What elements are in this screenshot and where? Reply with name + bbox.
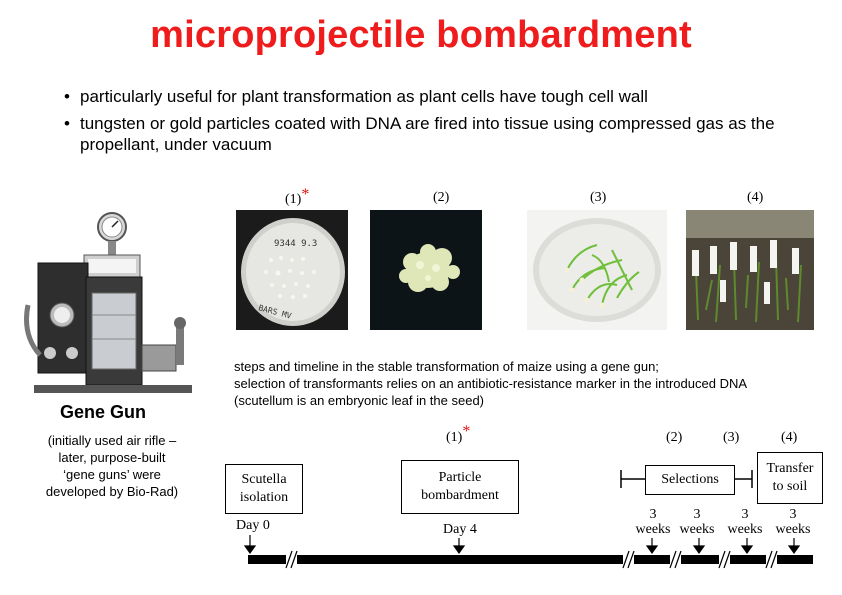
photo-label-2: (2) <box>433 190 450 205</box>
step-label-text: (1) <box>446 430 463 445</box>
box-label-line: Scutella <box>241 472 287 487</box>
weeks-unit: weeks <box>775 522 811 537</box>
potted-plants-photo <box>686 210 814 330</box>
callus-image <box>370 210 482 330</box>
weeks-number: 3 <box>693 507 701 522</box>
svg-text:9344 9.3: 9344 9.3 <box>274 239 317 249</box>
timeline-step-4-label: (4) <box>781 430 798 445</box>
timeline-arrows <box>243 535 801 555</box>
weeks-number: 3 <box>789 507 797 522</box>
photo-label-text: (1) <box>285 192 302 207</box>
figure-caption: steps and timeline in the stable transfo… <box>234 358 747 409</box>
bullet-dot: • <box>64 87 70 106</box>
timeline-step-2-label: (2) <box>666 430 683 445</box>
day-0-label: Day 0 <box>236 518 270 533</box>
callus-photo <box>370 210 482 330</box>
photo-label-1: (1)* <box>285 186 309 208</box>
seedlings-plate-image <box>527 210 667 330</box>
scutella-isolation-box: Scutella isolation <box>225 464 303 514</box>
timeline-step-1-label: (1)* <box>446 423 470 446</box>
bullet-dot: • <box>64 114 70 133</box>
weeks-label: 3 weeks <box>724 507 766 537</box>
caption-line: (scutellum is an embryonic leaf in the s… <box>234 393 485 408</box>
day-4-label: Day 4 <box>443 522 477 537</box>
weeks-label: 3 weeks <box>676 507 718 537</box>
petri-dish-photo: 9344 9.3 BARS MV <box>236 210 348 330</box>
photo-label-4: (4) <box>747 190 764 205</box>
asterisk-icon: * <box>462 423 471 440</box>
transfer-to-soil-box: Transfer to soil <box>757 452 823 504</box>
box-label-line: Transfer <box>766 461 814 476</box>
box-label-line: Particle <box>438 470 482 485</box>
bullet-item: • particularly useful for plant transfor… <box>64 86 824 107</box>
note-line: developed by Bio-Rad) <box>45 484 179 499</box>
bullet-text: tungsten or gold particles coated with D… <box>80 114 775 154</box>
asterisk-icon: * <box>301 186 310 203</box>
bullet-list: • particularly useful for plant transfor… <box>64 86 824 161</box>
gene-gun-note: (initially used air rifle – later, purpo… <box>26 432 198 500</box>
timeline-breaks <box>285 550 778 569</box>
particle-bombardment-box: Particle bombardment <box>401 460 519 514</box>
petri-dish-image: 9344 9.3 BARS MV <box>236 210 348 330</box>
weeks-unit: weeks <box>679 522 715 537</box>
caption-line: selection of transformants relies on an … <box>234 376 748 391</box>
weeks-number: 3 <box>649 507 657 522</box>
selections-box: Selections <box>645 465 735 495</box>
photo-label-3: (3) <box>590 190 607 205</box>
note-line: ‘gene guns’ were <box>63 467 161 482</box>
bullet-item: • tungsten or gold particles coated with… <box>64 113 824 155</box>
box-label-line: bombardment <box>421 488 499 503</box>
box-label-line: isolation <box>239 490 289 505</box>
weeks-label: 3 weeks <box>632 507 674 537</box>
gene-gun-photo <box>20 205 202 405</box>
caption-line: steps and timeline in the stable transfo… <box>234 359 659 374</box>
gene-gun-image <box>24 212 192 393</box>
potted-plants-image <box>686 210 814 330</box>
weeks-number: 3 <box>741 507 749 522</box>
note-line: later, purpose-built <box>58 450 166 465</box>
weeks-label: 3 weeks <box>772 507 814 537</box>
gene-gun-title: Gene Gun <box>60 402 147 422</box>
weeks-unit: weeks <box>727 522 763 537</box>
seedlings-plate-photo <box>527 210 667 330</box>
timeline-step-3-label: (3) <box>723 430 740 445</box>
timeline-bar <box>248 555 813 564</box>
bullet-text: particularly useful for plant transforma… <box>80 87 648 106</box>
slide-title: microprojectile bombardment <box>150 14 692 56</box>
box-label-line: to soil <box>772 479 808 494</box>
weeks-unit: weeks <box>635 522 671 537</box>
note-line: (initially used air rifle – <box>47 433 177 448</box>
